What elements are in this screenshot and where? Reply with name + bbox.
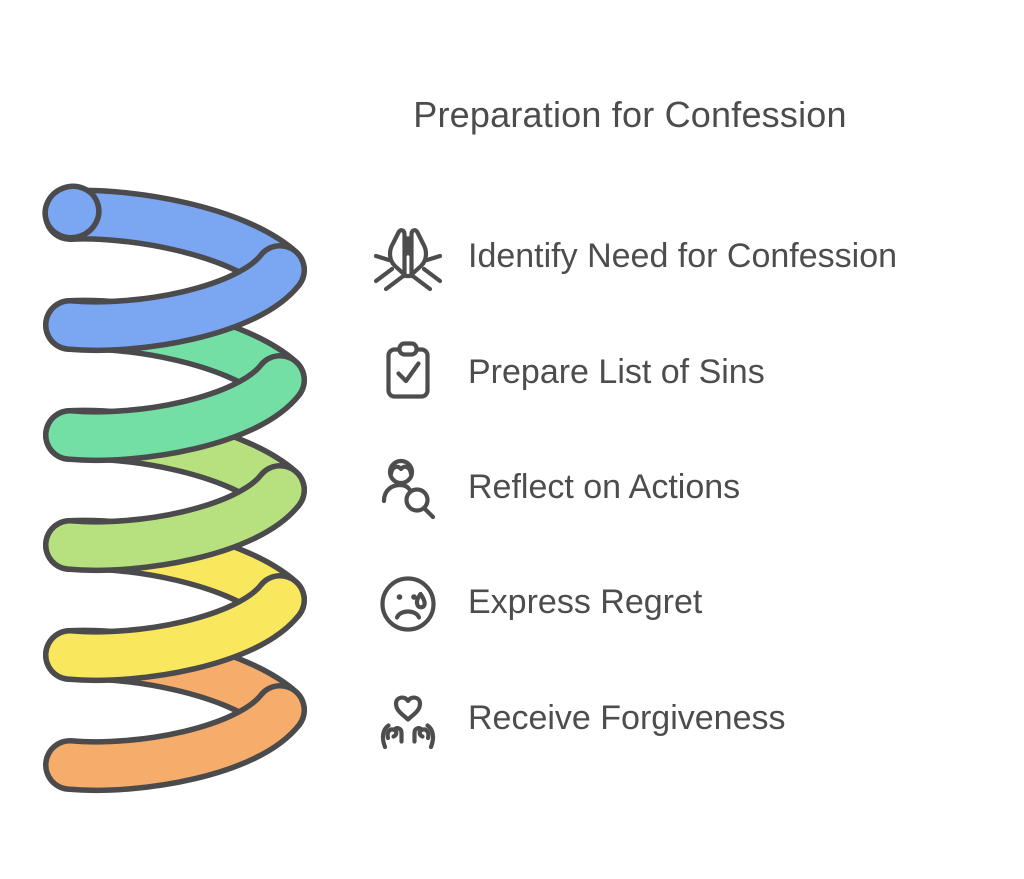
spiral-end-cap: [42, 183, 102, 241]
step-row-4: Express Regret: [372, 545, 897, 660]
step-label: Prepare List of Sins: [468, 352, 765, 391]
step-label: Identify Need for Confession: [468, 237, 898, 276]
coil-spiral-graphic: [42, 183, 307, 794]
spiral-loop-1-front: [43, 243, 307, 354]
step-row-5: Receive Forgiveness: [372, 661, 897, 776]
step-label: Receive Forgiveness: [468, 698, 786, 737]
spiral-loop-1: [42, 183, 307, 297]
step-row-2: Prepare List of Sins: [372, 314, 897, 429]
clipboard-check-icon: [372, 336, 444, 408]
page-title: Preparation for Confession: [413, 94, 847, 135]
steps-list: Identify Need for Confession Prepare Lis…: [372, 199, 897, 776]
spiral-loop-5-front: [43, 683, 307, 794]
step-label: Express Regret: [468, 583, 703, 622]
step-row-1: Identify Need for Confession: [372, 199, 897, 314]
person-magnifier-icon: [372, 451, 444, 523]
spiral-loop-3-front: [43, 463, 307, 574]
spiral-loop-2-front: [43, 353, 307, 464]
sad-face-tear-icon: [372, 567, 444, 639]
step-row-3: Reflect on Actions: [372, 430, 897, 545]
spiral-loop-4-front: [43, 573, 307, 684]
hands-holding-heart-icon: [372, 682, 444, 754]
praying-hands-icon: [372, 221, 444, 293]
step-label: Reflect on Actions: [468, 467, 741, 506]
